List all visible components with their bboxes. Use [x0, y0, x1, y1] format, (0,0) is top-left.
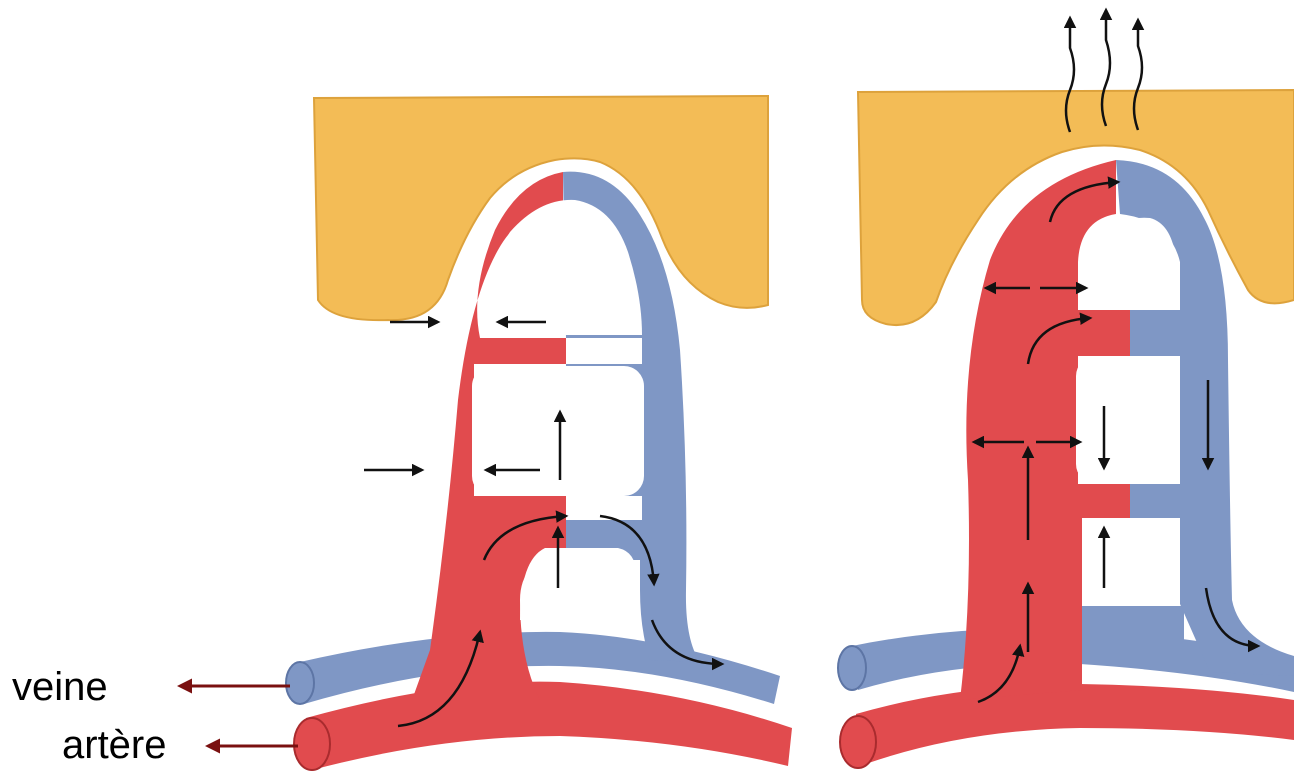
left-artery-end	[294, 718, 330, 770]
right-window-bottom	[1086, 522, 1176, 606]
right-window-top	[1086, 218, 1176, 302]
vein-label: veine	[12, 665, 108, 709]
artery-label: artère	[62, 723, 167, 767]
right-artery-end	[840, 716, 876, 768]
right-window-middle	[1076, 356, 1176, 484]
left-vein-end	[286, 662, 314, 704]
left-panel	[286, 96, 792, 770]
right-vein-end	[838, 646, 866, 690]
left-artery-tube	[306, 682, 792, 770]
left-window-bottom	[520, 548, 636, 620]
right-panel	[838, 10, 1294, 768]
right-vein-strip	[1082, 606, 1184, 650]
legend-labels: veine artère	[12, 665, 298, 767]
left-window-middle	[472, 366, 644, 496]
right-artery-tube	[856, 684, 1294, 766]
